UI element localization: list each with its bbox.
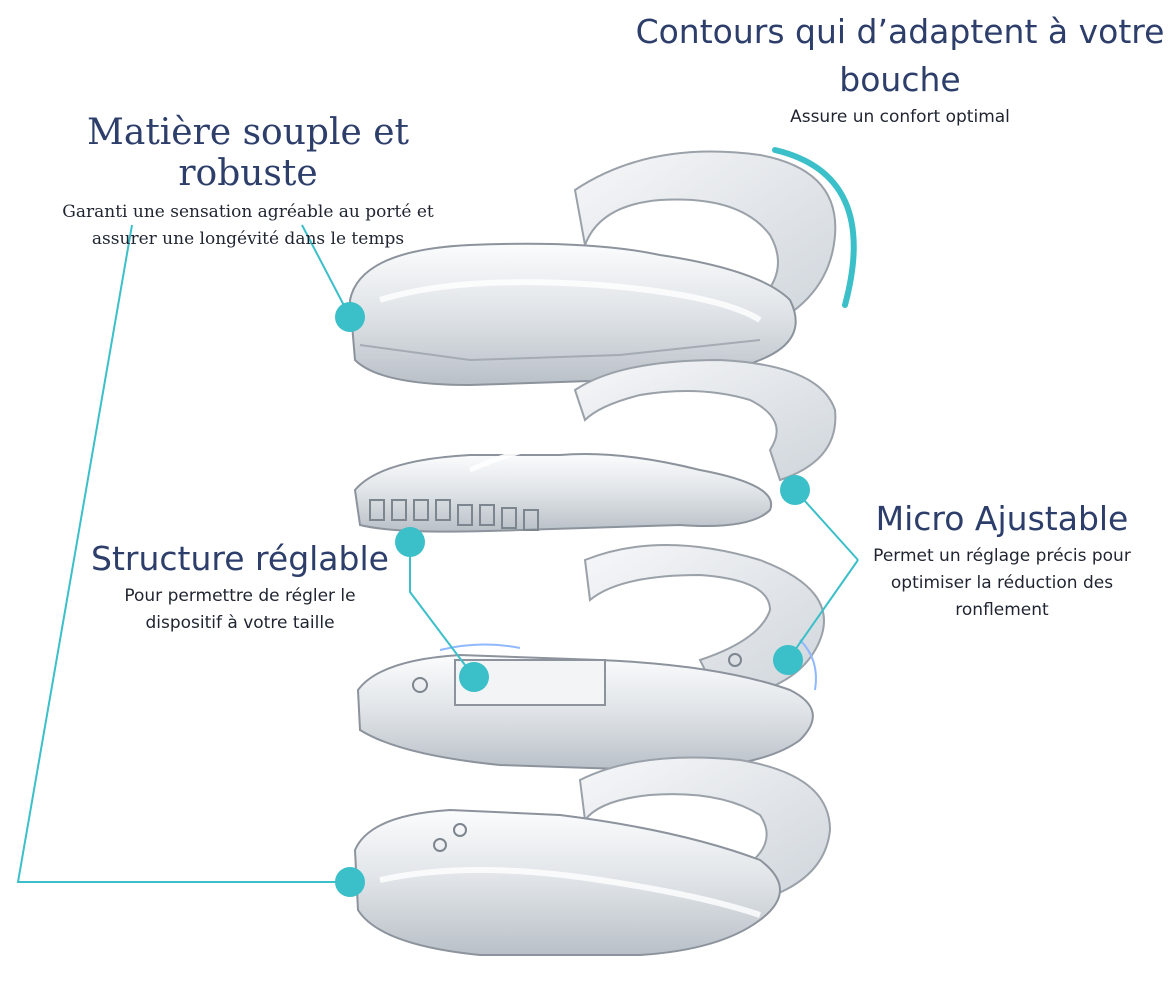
hotspot-lower (335, 867, 365, 897)
callout-structure-subtitle-line2: dispositif à votre taille (145, 613, 335, 634)
lower-tray (353, 756, 832, 956)
callout-contours-title-line2: bouche (839, 59, 961, 99)
callout-micro-subtitle: Permet un réglage précis pour optimiser … (852, 543, 1152, 625)
hotspot-micro-top (780, 475, 810, 505)
callout-micro-subtitle-line2: optimiser la réduction des (890, 573, 1114, 594)
hotspot-micro-bottom (773, 645, 803, 675)
hotspot-structure (395, 527, 425, 557)
callout-micro: Micro Ajustable Permet un réglage précis… (852, 495, 1152, 624)
callout-structure-subtitle: Pour permettre de régler le dispositif à… (80, 583, 400, 637)
callout-matiere-subtitle-line2: assurer une longévité dans le temps (91, 228, 405, 249)
callout-structure-subtitle-line1: Pour permettre de régler le (124, 585, 356, 606)
callout-micro-subtitle-line3: ronflement (955, 600, 1049, 621)
callout-contours-subtitle: Assure un confort optimal (790, 106, 1010, 127)
upper-tray (348, 150, 837, 387)
callout-contours-title: Contours qui d’adaptent à votre bouche (630, 8, 1170, 104)
callout-matiere-subtitle-line1: Garanti une sensation agréable au porté … (62, 201, 434, 222)
hotspots (335, 302, 810, 897)
callout-structure-title: Structure réglable (91, 539, 389, 578)
callout-matiere-subtitle: Garanti une sensation agréable au porté … (18, 199, 478, 253)
callout-structure: Structure réglable Pour permettre de rég… (80, 535, 400, 637)
callout-matiere-title: Matière souple et robuste (87, 112, 409, 195)
micro-adjust-plate (353, 358, 837, 533)
hotspot-matiere (335, 302, 365, 332)
callout-micro-subtitle-line1: Permet un réglage précis pour (873, 545, 1131, 566)
hotspot-structure-plate (459, 662, 489, 692)
callout-matiere: Matière souple et robuste Garanti une se… (18, 112, 478, 253)
adjustable-structure (356, 544, 825, 772)
connector-lines (16, 224, 859, 883)
callout-contours: Contours qui d’adaptent à votre bouche A… (630, 8, 1170, 131)
contour-arc (772, 147, 857, 308)
callout-micro-title: Micro Ajustable (875, 499, 1129, 538)
callout-contours-title-line1: Contours qui d’adaptent à votre (635, 12, 1165, 51)
